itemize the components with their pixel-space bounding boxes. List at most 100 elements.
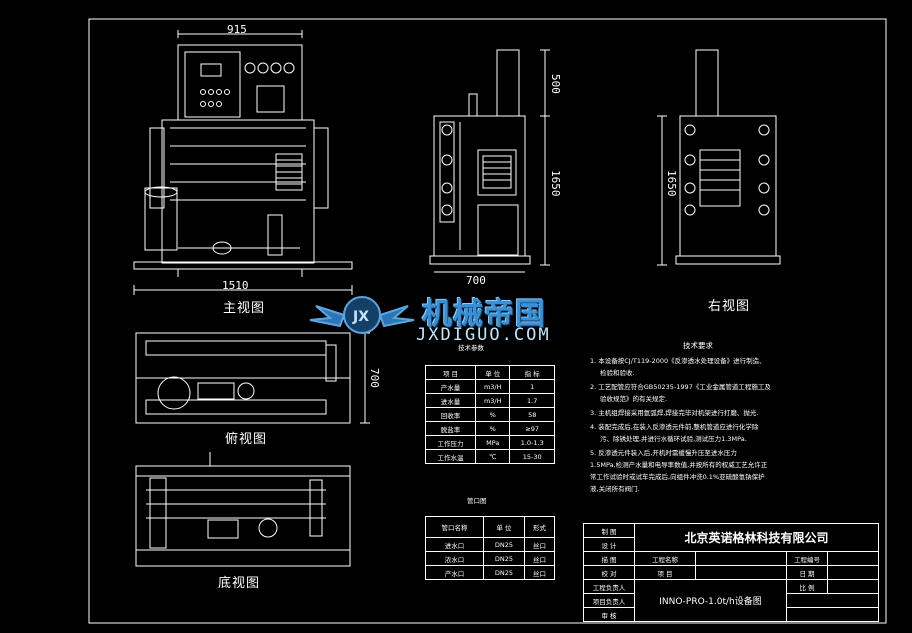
note-line: 1. 本设备按CJ/T119-2000《反渗透水处理设备》进行制造、 [590, 357, 766, 365]
table-cell: 脱盐率 [424, 421, 477, 436]
title-block-row: 描 图 工程名称 工程编号 [583, 551, 879, 566]
table-cell: ℃ [475, 449, 511, 464]
title-block-row: 审 核 [583, 607, 879, 622]
watermark-title: 机械帝国 [422, 297, 546, 332]
table-cell: % [475, 421, 511, 436]
title-block-label: 校 对 [583, 565, 635, 580]
title-block-row: 制 图 北京英诺格林科技有限公司 [583, 523, 879, 552]
title-block-label: 描 图 [583, 551, 635, 566]
table-cell: 工作水温 [424, 449, 477, 464]
table-cell: DN25 [482, 565, 525, 580]
title-block-value [827, 565, 879, 580]
table-cell: 浓水口 [425, 551, 484, 566]
note-line: 常工作试验时或试车完成后,向组件冲洗0.1%亚硫酸氢钠保护 [590, 473, 765, 481]
title-block-label: 项目负责人 [583, 593, 635, 608]
port-table-title: 管口图 [467, 497, 487, 505]
side-view-drawing [429, 49, 550, 273]
table-cell: DN25 [482, 551, 525, 566]
title-block-label: 审 核 [583, 607, 635, 622]
table-cell: 丝口 [523, 565, 556, 580]
note-line: 5. 反渗透元件装入后,开机时需缓慢升压至进水压力 [590, 449, 737, 457]
table-cell: % [475, 407, 511, 422]
note-line: 液,关闭所有阀门. [590, 485, 640, 493]
title-block-label: 工程编号 [786, 551, 828, 566]
title-block-value [695, 565, 787, 580]
title-block-value [786, 607, 879, 622]
company-name: 北京英诺格林科技有限公司 [634, 523, 879, 552]
title-block-label: 制 图 [583, 523, 635, 538]
dim-side-width: 700 [466, 274, 486, 287]
dim-top-height: 700 [368, 368, 381, 388]
table-cell: ≥97 [509, 421, 555, 436]
svg-text:JX: JX [352, 309, 369, 325]
table-cell: m3/H [475, 379, 511, 394]
note-line: 4. 装配完成后,在装入反渗透元件前,整机管道应进行化学除 [590, 423, 759, 431]
watermark-logo: 机械帝国 JXDIGUO.COM [306, 287, 610, 353]
drawing-name: INNO-PRO-1.0t/h设备图 [634, 579, 787, 622]
title-block: 制 图 北京英诺格林科技有限公司 设 计 描 图 工程名称 工程编号 校 对 项… [583, 523, 879, 622]
title-block-value [786, 593, 879, 608]
bottom-view-label: 底视图 [218, 576, 261, 591]
watermark-emblem: JX [309, 296, 415, 334]
title-block-value [827, 579, 879, 594]
notes-title: 技术要求 [683, 341, 713, 350]
table-row: 回收率%58 [424, 407, 555, 422]
title-block-label: 比 例 [786, 579, 828, 594]
title-block-label: 工程名称 [634, 551, 696, 566]
watermark-url: JXDIGUO.COM [416, 325, 551, 345]
note-line: 污、除锈处理,并进行水循环试验,测试压力1.3MPa. [600, 435, 747, 443]
table-header-cell: 指 标 [509, 365, 555, 380]
note-line: 2. 工艺配管应符合GB50235-1997《工业金属管道工程施工及 [590, 383, 771, 391]
table-cell: m3/H [475, 393, 511, 408]
top-view-drawing [135, 332, 370, 424]
title-block-label: 日 期 [786, 565, 828, 580]
table-cell: 工作压力 [424, 435, 477, 450]
right-view-label: 右视图 [708, 299, 751, 314]
dim-side-top: 500 [549, 74, 562, 94]
note-line: 1.5MPa,检测产水量和电导率数值,并按所有的权威工艺允许正 [590, 461, 768, 469]
table-cell: 进水口 [425, 537, 484, 552]
bottom-view-drawing [135, 452, 351, 567]
dim-front-base: 1510 [222, 279, 249, 292]
table-cell: 1 [509, 379, 555, 394]
note-line: 验收规范》的有关规定. [600, 395, 668, 403]
title-block-label: 设 计 [583, 537, 635, 552]
table-header-cell: 项 目 [424, 365, 477, 380]
title-block-value [827, 551, 879, 566]
table-header-cell: 管口名称 [425, 516, 484, 538]
dim-right-height: 1650 [665, 170, 678, 197]
front-view-drawing [133, 30, 353, 295]
table-row: 脱盐率%≥97 [424, 421, 555, 436]
note-line: 3. 主机组焊接采用氩弧焊,焊接完毕对机架进行打磨、抛光. [590, 409, 759, 417]
title-block-label: 工程负责人 [583, 579, 635, 594]
table-header-cell: 形式 [523, 516, 556, 538]
note-line: 检验和验收. [600, 369, 635, 377]
table-header-cell: 单 位 [475, 365, 511, 380]
table-cell: 产水口 [425, 565, 484, 580]
table-cell: 进水量 [424, 393, 477, 408]
table-header-row: 管口名称 单 位 形式 [425, 516, 556, 538]
dim-front-width: 915 [227, 23, 247, 36]
top-view-label: 俯视图 [225, 432, 268, 447]
table-cell: 1.0-1.3 [509, 435, 555, 450]
table-cell: 丝口 [523, 537, 556, 552]
table-cell: 1.7 [509, 393, 555, 408]
title-block-row: 校 对 项 目 日 期 [583, 565, 879, 580]
tech-table-title: 技术参数 [458, 344, 484, 352]
table-cell: MPa [475, 435, 511, 450]
title-block-value [695, 551, 787, 566]
table-header-row: 项 目 单 位 指 标 [424, 365, 555, 380]
title-block-label: 项 目 [634, 565, 696, 580]
right-view-drawing [657, 49, 781, 266]
table-header-cell: 单 位 [482, 516, 525, 538]
